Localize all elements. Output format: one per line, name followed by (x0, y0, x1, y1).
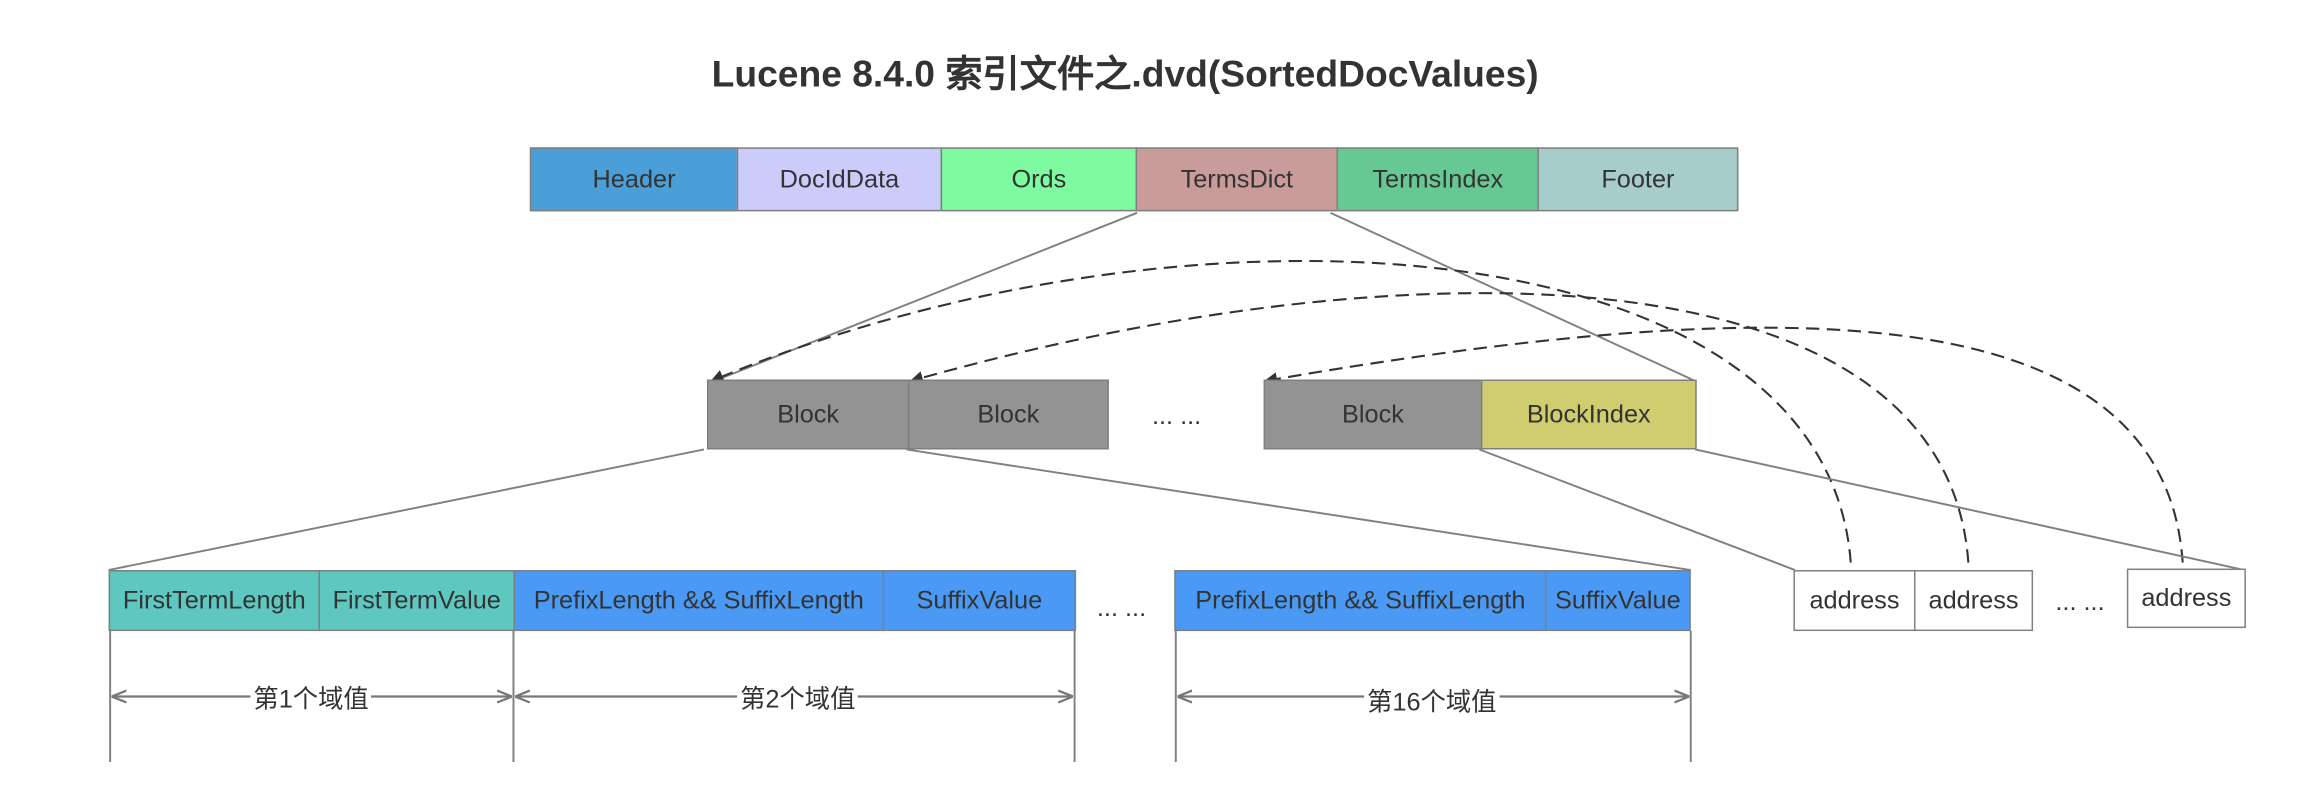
address-1: address (1793, 570, 1916, 632)
address-2-to-block-2-arc (909, 292, 1971, 584)
span-label-2: 第2个域值 (737, 677, 859, 716)
block-index: BlockIndex (1480, 379, 1697, 450)
address-1-to-block-1-arc (710, 260, 1853, 584)
block-1-right-expand-line (906, 448, 1691, 571)
segment-footer: Footer (1537, 147, 1739, 212)
span-label-16: 第16个域值 (1364, 680, 1500, 719)
segment-header: Header (529, 147, 739, 212)
address-2: address (1914, 570, 2034, 632)
block-2: Block (907, 379, 1109, 450)
values-ellipsis: ... ... (1096, 593, 1147, 623)
address-ellipsis: ... ... (2055, 587, 2105, 617)
segment-terms-dict: TermsDict (1135, 147, 1339, 212)
termsdict-to-first-block-line (714, 211, 1138, 382)
blockindex-right-expand-line (1695, 448, 2245, 571)
address-n: address (2126, 568, 2246, 629)
prefix-suffix-length-16: PrefixLength && SuffixLength (1174, 570, 1547, 632)
segment-terms-index: TermsIndex (1336, 147, 1539, 212)
suffix-value-16: SuffixValue (1544, 570, 1691, 632)
termsdict-to-blockindex-line (1330, 211, 1696, 382)
segment-ords: Ords (940, 147, 1138, 212)
diagram-title: Lucene 8.4.0 索引文件之.dvd(SortedDocValues) (711, 53, 1539, 96)
block-1-left-expand-line (108, 448, 705, 571)
first-term-value: FirstTermValue (318, 570, 515, 632)
block-n: Block (1263, 379, 1483, 450)
address-n-to-block-n-arc (1263, 326, 2185, 584)
first-term-length: FirstTermLength (108, 570, 320, 632)
span-label-1: 第1个域值 (250, 677, 372, 716)
block-1: Block (706, 379, 910, 450)
blockindex-left-expand-line (1479, 448, 1796, 571)
block-ellipsis: ... ... (1151, 401, 1202, 431)
suffix-value-1: SuffixValue (882, 570, 1077, 632)
segment-docid-data: DocIdData (736, 147, 943, 212)
prefix-suffix-length-1: PrefixLength && SuffixLength (513, 570, 885, 632)
